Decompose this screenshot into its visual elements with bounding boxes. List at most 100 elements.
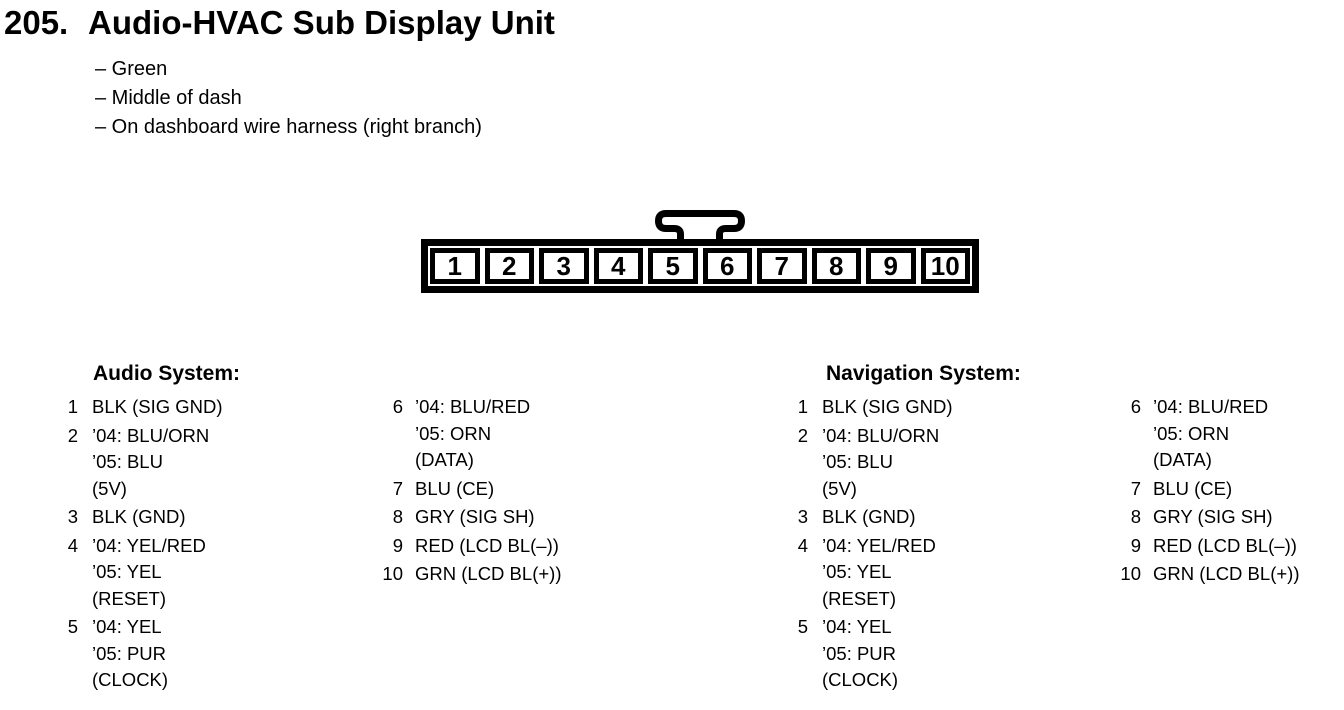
pin-number: 8 (392, 506, 403, 527)
pin-line: ’04: YEL (92, 616, 162, 637)
pin-item: 6 ’04: BLU/RED ’05: ORN (DATA) (375, 394, 561, 474)
title-number: 205. (4, 4, 69, 41)
pin-item: 4 ’04: YEL/RED ’05: YEL (RESET) (782, 533, 953, 613)
pin-line: (5V) (92, 477, 127, 499)
pin-number: 8 (1130, 506, 1141, 527)
pin-line: (5V) (822, 477, 857, 499)
pin-number: 4 (67, 534, 78, 556)
connector-pin-cell: 3 (539, 248, 589, 284)
pin-line: ’05: ORN (415, 422, 492, 444)
connector-pin-cell: 10 (920, 248, 970, 284)
pin-lines: ’04: YEL/RED ’05: YEL (RESET) (92, 533, 206, 613)
connector-pin-cell: 2 (484, 248, 534, 284)
page-title: 205. Audio-HVAC Sub Display Unit (4, 3, 555, 43)
pin-line: ’04: YEL/RED (92, 534, 206, 556)
pin-item: 6’04: BLU/RED’05: ORN(DATA) (1113, 394, 1299, 474)
pin-number: 4 (797, 534, 808, 556)
pin-number: 7 (1130, 477, 1141, 499)
pin-lines: GRY (SIG SH) (415, 504, 535, 531)
pin-number: 6 (392, 396, 403, 417)
pin-number: 3 (67, 506, 78, 527)
pin-line: ’05: ORN (1153, 422, 1230, 444)
pin-line: GRY (SIG SH) (1153, 506, 1273, 527)
connector-pin-cell: 1 (430, 248, 480, 284)
connector-pin-cell: 6 (702, 248, 752, 284)
pin-number: 2 (797, 424, 808, 446)
pin-item: 8 GRY (SIG SH) (1113, 504, 1299, 531)
connector-latch-tab-icon (655, 210, 745, 246)
pin-line: ’04: YEL (822, 616, 892, 637)
pin-line: ’05: BLU (822, 451, 893, 472)
pin-line: ’05: BLU (92, 451, 163, 472)
pin-line: ’04: BLU/ORN (822, 424, 940, 446)
pin-item: 9 RED (LCD BL(–)) (375, 533, 561, 560)
title-text: Audio-HVAC Sub Display Unit (88, 4, 555, 41)
pin-line: BLK (SIG GND) (92, 396, 223, 417)
connector-pin-cell: 7 (757, 248, 807, 284)
note-line: – Middle of dash (95, 87, 242, 109)
pin-lines: BLU (CE) (1153, 476, 1232, 503)
pin-lines: RED (LCD BL(–)) (415, 533, 559, 560)
pin-item: 7 BLU (CE) (1113, 476, 1299, 503)
pin-lines: RED (LCD BL(–)) (1153, 533, 1297, 560)
pin-lines: BLK (SIG GND) (92, 394, 223, 421)
note-line: – Green (95, 58, 168, 80)
audio-pins-column-2: 6 ’04: BLU/RED ’05: ORN (DATA) 7 BLU (CE) 8 GRY… (375, 394, 561, 590)
connector-pin-cell: 4 (593, 248, 643, 284)
pin-number: 7 (392, 477, 403, 499)
navigation-system-heading: Navigation System: (826, 362, 1021, 385)
note-list: – Green – Middle of dash – On dashboard wi… (95, 55, 482, 142)
pin-number: 9 (1130, 534, 1141, 556)
connector-pin-cell: 8 (811, 248, 861, 284)
connector-pin-cell: 5 (648, 248, 698, 284)
pin-number: 9 (392, 534, 403, 556)
pin-lines: GRN (LCD BL(+)) (1153, 561, 1299, 588)
pin-lines: ’04: BLU/RED’05: ORN(DATA) (1153, 394, 1268, 474)
pin-line: BLU (CE) (415, 477, 495, 499)
pin-lines: ’04: BLU/ORN ’05: BLU (5V) (92, 423, 209, 503)
pin-lines: BLU (CE) (415, 476, 494, 503)
pin-line: RED (LCD BL(–)) (1153, 534, 1297, 556)
pin-item: 5’04: YEL’05: PUR(CLOCK) (58, 614, 223, 694)
pin-line: ’04: BLU/RED (415, 396, 531, 417)
pin-item: 5’04: YEL’05: PUR(CLOCK) (782, 614, 953, 694)
pin-number: 1 (797, 396, 808, 417)
pin-number: 6 (1130, 396, 1141, 417)
pin-line: BLK (GND) (822, 506, 916, 527)
pin-line: GRN (LCD BL(+)) (415, 563, 562, 584)
pin-line: ’05: YEL (92, 561, 162, 582)
pin-number: 10 (1120, 563, 1141, 584)
pin-lines: ’04: BLU/RED ’05: ORN (DATA) (415, 394, 530, 474)
pin-line: ’05: YEL (822, 561, 892, 582)
pin-line: RED (LCD BL(–)) (415, 534, 559, 556)
pin-item: 2 ’04: BLU/ORN ’05: BLU (5V) (58, 423, 223, 503)
pin-number: 5 (67, 616, 78, 637)
note-line: – On dashboard wire harness (right branc… (95, 116, 482, 138)
pin-line: (RESET) (92, 587, 166, 609)
pin-item: 1 BLK (SIG GND) (782, 394, 953, 421)
pin-item: 10 GRN (LCD BL(+)) (1113, 561, 1299, 588)
pin-line: (DATA) (1153, 449, 1212, 470)
pin-lines: GRN (LCD BL(+)) (415, 561, 561, 588)
pin-line: (RESET) (822, 587, 896, 609)
pin-lines: BLK (SIG GND) (822, 394, 953, 421)
pin-item: 9 RED (LCD BL(–)) (1113, 533, 1299, 560)
pin-item: 4 ’04: YEL/RED ’05: YEL (RESET) (58, 533, 223, 613)
pin-line: ’04: BLU/ORN (92, 424, 210, 446)
pin-lines: BLK (GND) (822, 504, 916, 531)
pin-number: 2 (67, 424, 78, 446)
pin-lines: ’04: YEL’05: PUR(CLOCK) (822, 614, 898, 694)
pin-number: 3 (797, 506, 808, 527)
pin-line: (DATA) (415, 449, 474, 470)
connector-pin-cell: 9 (866, 248, 916, 284)
pin-line: (CLOCK) (92, 669, 169, 690)
pin-item: 3 BLK (GND) (782, 504, 953, 531)
pin-item: 7 BLU (CE) (375, 476, 561, 503)
pin-line: ’04: YEL/RED (822, 534, 936, 556)
